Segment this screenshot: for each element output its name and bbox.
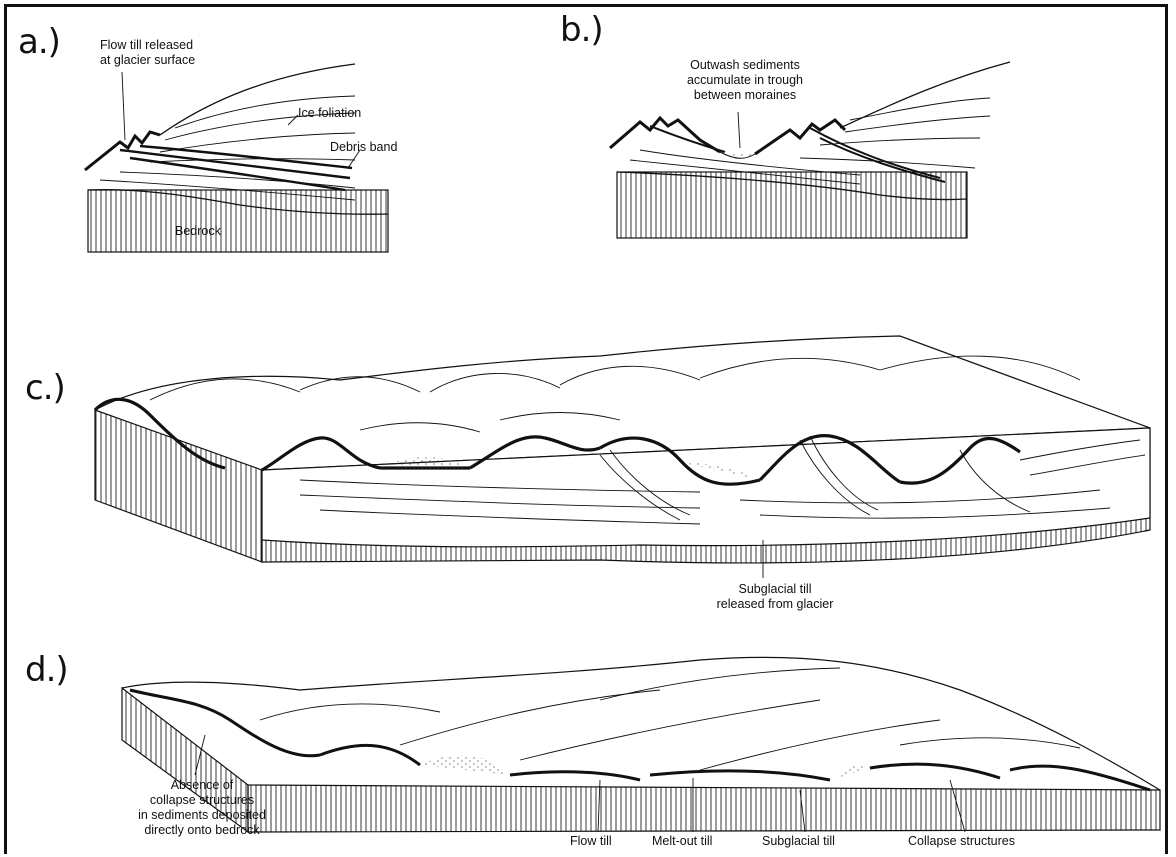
panel-d-leader-absence xyxy=(194,734,206,776)
panel-c-block-front xyxy=(94,409,263,563)
panel-a-label: a.) xyxy=(18,22,61,62)
panel-c-subglacial-label: Subglacial till released from glacier xyxy=(700,582,850,612)
panel-b-leader xyxy=(737,111,741,149)
panel-d-debris-layers xyxy=(129,688,1151,792)
panel-c-cut-face xyxy=(261,427,1151,548)
panel-b-label: b.) xyxy=(560,10,604,50)
panel-a-bedrock-label: Bedrock xyxy=(175,224,221,238)
panel-a-bedrock xyxy=(87,189,389,253)
panel-d-label: d.) xyxy=(25,650,69,690)
panel-d-absence-line2: collapse structures xyxy=(149,793,255,807)
panel-a-leader-ice xyxy=(287,114,299,126)
panel-c-top-outline xyxy=(94,335,1151,429)
panel-b-drawing xyxy=(609,61,1011,239)
panel-b-bedrock xyxy=(616,171,968,239)
panel-b-trough xyxy=(719,151,756,159)
panel-a-debris-band-label: Debris band xyxy=(330,140,398,154)
panel-c-subglacial-line2: released from glacier xyxy=(716,597,834,611)
panel-d-absence-line4: directly onto bedrock xyxy=(144,823,260,837)
panel-d-drawing xyxy=(121,656,1161,834)
panel-b-outwash-line2: accumulate in trough xyxy=(686,73,804,87)
panel-d-collapse-structures-label: Collapse structures xyxy=(908,834,1015,848)
panel-b-outwash-line3: between moraines xyxy=(693,88,797,102)
panel-c-label: c.) xyxy=(25,368,66,408)
panel-d-stipple-2 xyxy=(830,764,870,780)
panel-c-moraine-ridges xyxy=(93,397,1021,486)
panel-c-foliation xyxy=(299,435,1146,525)
panel-a-leader-debris xyxy=(347,149,361,169)
panel-b-debris-bands xyxy=(649,125,946,183)
panel-d-ridges xyxy=(259,667,1081,771)
panel-a-flow-till-line1: Flow till released xyxy=(100,38,194,52)
panel-a-flow-till-line2: at glacier surface xyxy=(100,53,196,67)
panel-c-surface-hummocks xyxy=(149,355,1081,433)
panel-a-flow-till-label: Flow till released at glacier surface xyxy=(100,38,195,68)
panel-a-glacier-surface xyxy=(159,63,356,136)
panel-d-stipple-1 xyxy=(420,755,510,775)
panel-a-ice-foliation-label: Ice foliation xyxy=(298,106,362,120)
panel-b-outwash-line1: Outwash sediments xyxy=(690,58,800,72)
panel-a-moraine xyxy=(84,130,161,172)
panel-a-foliation xyxy=(99,95,356,201)
panel-a-drawing xyxy=(84,63,389,253)
panel-d-leader-subglacial xyxy=(799,789,806,833)
figure-frame xyxy=(4,4,1168,854)
panel-c-stipple-fill-2 xyxy=(680,462,760,480)
panel-b-outwash-label: Outwash sediments accumulate in trough b… xyxy=(670,58,820,103)
panel-b-bedrock-surface xyxy=(616,171,968,201)
panel-d-absence-line1: Absence of xyxy=(170,778,234,792)
panel-b-moraine-2 xyxy=(754,118,847,156)
panel-c-stipple-fill xyxy=(380,457,470,468)
panel-d-top-outline xyxy=(121,656,1161,791)
panel-d-block-side xyxy=(247,784,1161,833)
panel-b-foliation xyxy=(629,97,991,185)
panel-c-subglacial-line1: Subglacial till xyxy=(738,582,812,596)
panel-b-moraine-1 xyxy=(609,115,721,154)
panel-a-debris-band xyxy=(119,144,353,192)
panel-d-flow-till-label: Flow till xyxy=(570,834,612,848)
panel-d-melt-out-till-label: Melt-out till xyxy=(652,834,713,848)
panel-c-drawing xyxy=(93,335,1151,578)
panel-d-subglacial-till-label: Subglacial till xyxy=(762,834,835,848)
panel-a-leader-flowtill xyxy=(121,71,126,141)
panel-d-leader-flowtill xyxy=(597,779,601,833)
panel-d-absence-line3: in sediments deposited xyxy=(138,808,266,822)
panel-a-bedrock-surface xyxy=(87,189,389,215)
panel-d-leader-collapse xyxy=(949,779,966,833)
panel-b-glacier-surface xyxy=(839,61,1011,129)
panel-d-absence-label: Absence of collapse structures in sedime… xyxy=(112,778,292,838)
